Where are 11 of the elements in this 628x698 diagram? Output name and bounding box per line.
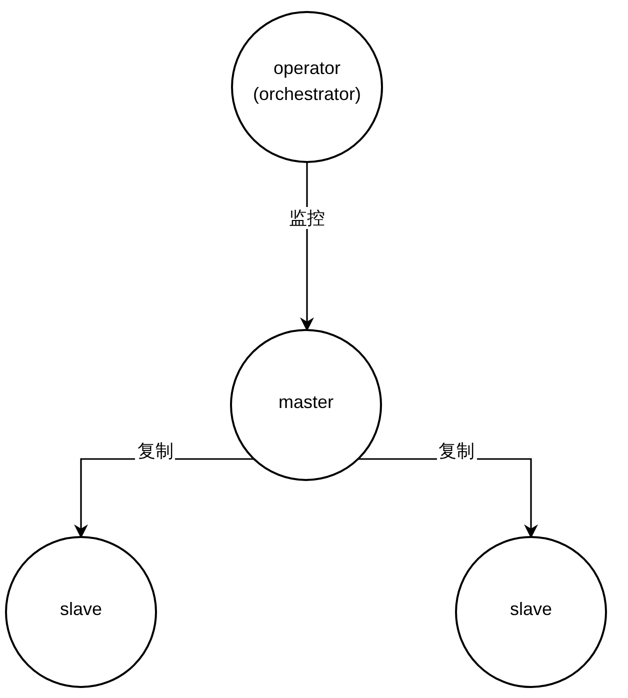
node-text: slave: [58, 598, 104, 621]
node-text: slave: [508, 598, 554, 621]
edge-label: 监控: [287, 207, 327, 229]
circle-node: [5, 536, 157, 688]
node-text: operator (orchestrator): [252, 57, 362, 106]
edge-label: 复制: [135, 440, 176, 462]
circle-node: [230, 329, 382, 481]
circle-node: [455, 536, 607, 688]
circle-node: [231, 11, 383, 163]
edge-label: 复制: [436, 440, 477, 462]
node-text: master: [277, 391, 334, 414]
